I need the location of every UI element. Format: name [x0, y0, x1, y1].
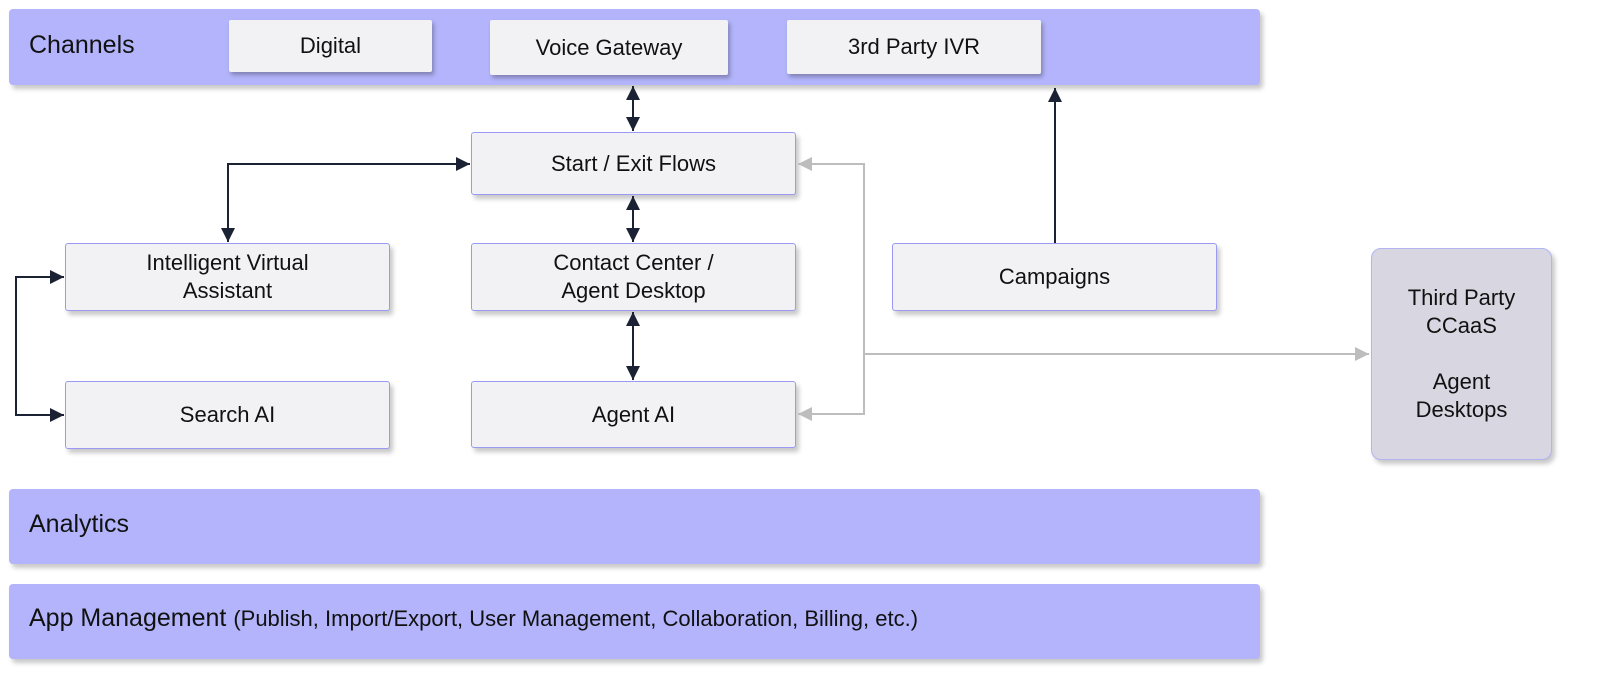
digital-channel[interactable]: Digital — [229, 20, 432, 72]
third-party-ccaas-node[interactable]: Third Party CCaaS Agent Desktops — [1371, 248, 1552, 460]
app-management-title: App Management (Publish, Import/Export, … — [29, 604, 918, 633]
third-party-ivr-channel[interactable]: 3rd Party IVR — [787, 20, 1041, 74]
app-management-subtitle: (Publish, Import/Export, User Management… — [233, 606, 919, 631]
third-party-line1: Third Party — [1407, 285, 1516, 310]
app-management-band: App Management (Publish, Import/Export, … — [9, 584, 1260, 659]
flows-to-iva-arrow — [221, 157, 470, 242]
app-management-label: App Management — [29, 604, 227, 632]
contact-center-line2: Agent Desktop — [561, 278, 706, 303]
third-party-line3: Agent — [1432, 369, 1491, 394]
campaigns-node[interactable]: Campaigns — [892, 243, 1217, 311]
contact-center-line1: Contact Center / — [553, 250, 714, 275]
search-ai-node[interactable]: Search AI — [65, 381, 390, 449]
iva-line1: Intelligent Virtual — [146, 250, 309, 275]
contact-center-node[interactable]: Contact Center / Agent Desktop — [471, 243, 796, 311]
third-party-line4: Desktops — [1415, 397, 1508, 422]
start-exit-flows-node[interactable]: Start / Exit Flows — [471, 132, 796, 195]
iva-to-search-ai-arrow — [15, 270, 64, 422]
channels-title: Channels — [29, 31, 135, 59]
analytics-band: Analytics — [9, 489, 1260, 564]
analytics-title: Analytics — [29, 510, 130, 538]
trunk-to-agent-ai-arrow — [798, 354, 865, 421]
iva-line2: Assistant — [182, 278, 273, 303]
agent-ai-node[interactable]: Agent AI — [471, 381, 796, 448]
voice-gateway-channel[interactable]: Voice Gateway — [490, 20, 728, 75]
iva-node[interactable]: Intelligent Virtual Assistant — [65, 243, 390, 311]
trunk-to-flows-arrow — [798, 157, 865, 354]
third-party-line2: CCaaS — [1426, 313, 1497, 338]
